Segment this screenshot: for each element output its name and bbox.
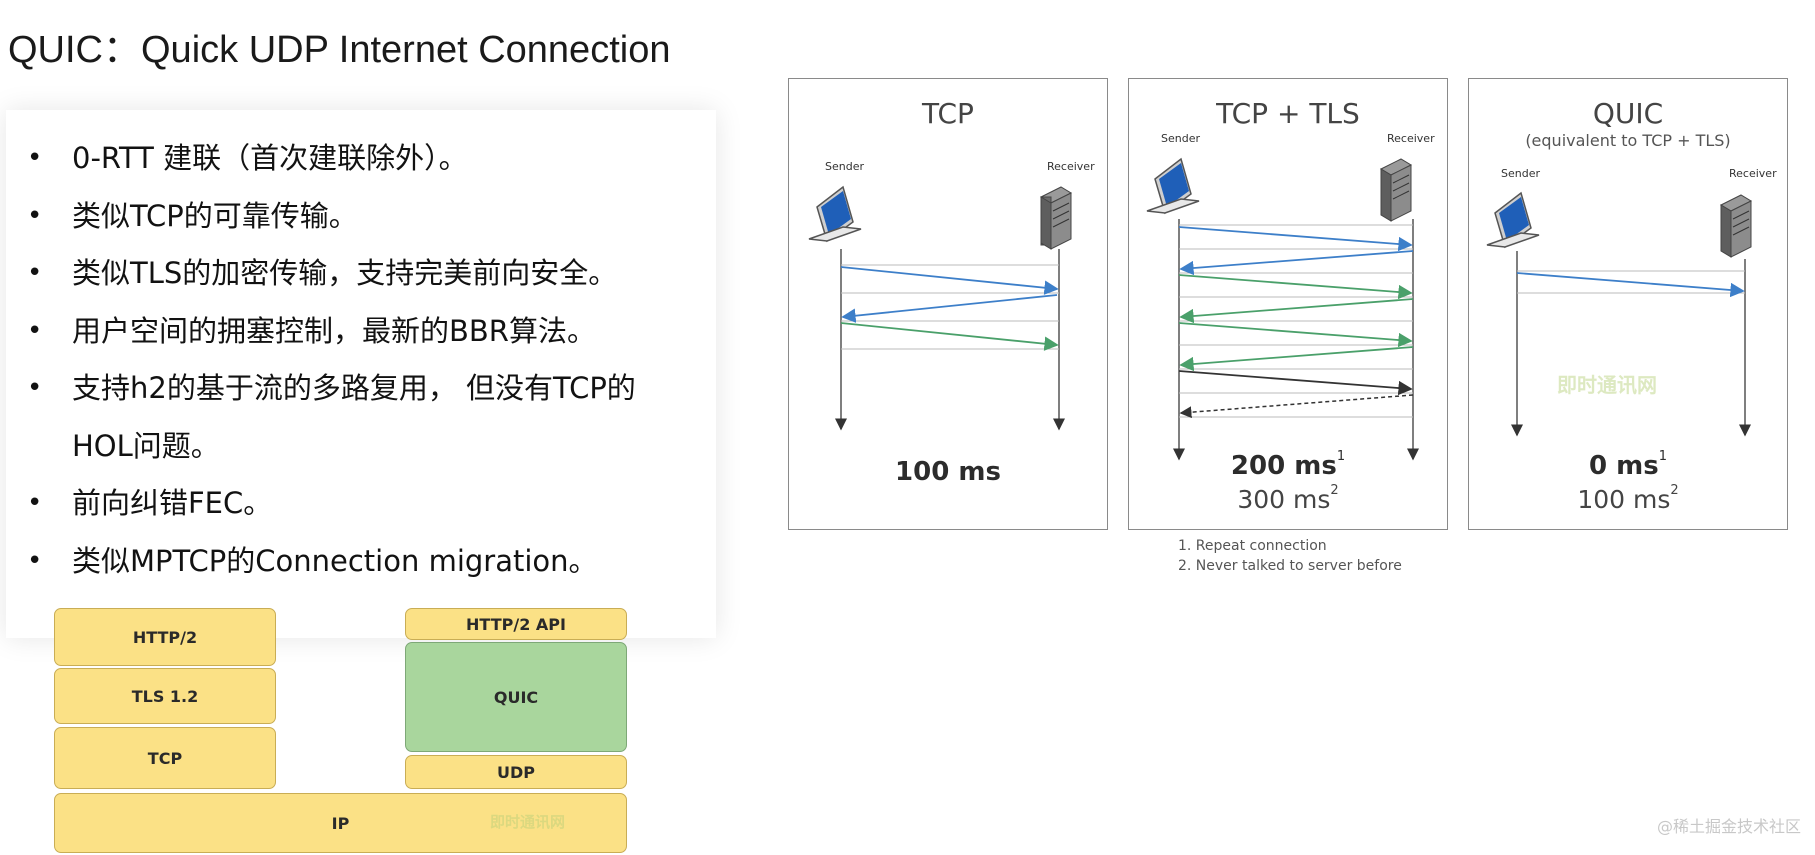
protocol-stack-diagram: HTTP/2 TLS 1.2 TCP HTTP/2 API QUIC UDP I… [50, 605, 630, 855]
bullet-icon: • [27, 258, 43, 288]
layer-udp: UDP [405, 755, 627, 789]
bullet-icon: • [27, 488, 43, 518]
latency-value: 300 ms [1237, 485, 1331, 514]
bullet-icon: • [27, 143, 43, 173]
feature-item: • 类似TLS的加密传输，支持完美前向安全。 [24, 245, 704, 303]
feature-card: • 0-RTT 建联（首次建联除外）。 • 类似TCP的可靠传输。 • 类似TLS的加… [6, 110, 716, 638]
footnote-marker: 2 [1330, 483, 1339, 498]
receiver-label: Receiver [1387, 132, 1435, 145]
footnote-marker: 2 [1670, 483, 1679, 498]
receiver-label: Receiver [1047, 160, 1095, 173]
panel-quic-sequence [1486, 191, 1753, 437]
latency-value: 100 ms [1577, 485, 1671, 514]
layer-tls: TLS 1.2 [54, 668, 276, 724]
panel-tcp-tls-sequence [1146, 157, 1419, 461]
latency-secondary: 300 ms2 [1129, 483, 1447, 514]
sender-label: Sender [1161, 132, 1200, 145]
feature-item-continuation: HOL问题。 [24, 418, 704, 476]
latency-value: 0 ms [1589, 451, 1659, 481]
footnotes: 1. Repeat connection 2. Never talked to … [1178, 536, 1402, 576]
latency-primary: 100 ms [789, 457, 1107, 487]
server-icon [1379, 158, 1413, 222]
bullet-icon: • [27, 315, 43, 346]
feature-text: 0-RTT 建联（首次建联除外）。 [72, 141, 468, 175]
panel-tcp-sequence [808, 185, 1073, 431]
layer-ip: IP [54, 793, 627, 853]
latency-value: 100 ms [895, 457, 1001, 487]
laptop-icon [1146, 157, 1200, 215]
bullet-icon: • [27, 373, 43, 403]
bullet-icon: • [27, 545, 43, 576]
server-icon [1719, 194, 1753, 258]
footnote-item: 1. Repeat connection [1178, 538, 1327, 554]
bullet-icon: • [27, 200, 43, 231]
page-title: QUIC：Quick UDP Internet Connection [8, 29, 671, 71]
server-icon [1039, 186, 1073, 250]
feature-item: • 支持h2的基于流的多路复用， 但没有TCP的 [24, 360, 704, 418]
latency-value: 200 ms [1230, 451, 1337, 481]
feature-item: • 类似TCP的可靠传输。 [24, 188, 704, 246]
feature-text: 类似MPTCP的Connection migration。 [72, 543, 598, 578]
feature-text: 支持h2的基于流的多路复用， 但没有TCP的 [72, 371, 636, 405]
panel-title: TCP + TLS [1216, 97, 1360, 130]
sender-label: Sender [1501, 167, 1540, 180]
layer-quic: QUIC [405, 642, 627, 752]
feature-text: 前向纠错FEC。 [72, 486, 273, 520]
feature-list: • 0-RTT 建联（首次建联除外）。 • 类似TCP的可靠传输。 • 类似TLS的加… [24, 130, 704, 590]
panel-watermark: 即时通讯网 [1557, 373, 1657, 397]
receiver-label: Receiver [1729, 167, 1777, 180]
feature-item: • 类似MPTCP的Connection migration。 [24, 533, 704, 591]
feature-text: 用户空间的拥塞控制，最新的BBR算法。 [72, 313, 596, 348]
site-watermark: @稀土掘金技术社区 [1656, 817, 1801, 836]
feature-item: • 0-RTT 建联（首次建联除外）。 [24, 130, 704, 188]
feature-item: • 用户空间的拥塞控制，最新的BBR算法。 [24, 303, 704, 361]
panel-subtitle: (equivalent to TCP + TLS) [1525, 131, 1731, 150]
panel-tcp: TCP Sender Receiver 100 ms [788, 78, 1108, 530]
laptop-icon [1486, 191, 1540, 249]
feature-item: • 前向纠错FEC。 [24, 475, 704, 533]
panel-title: QUIC [1592, 97, 1664, 130]
layer-http2: HTTP/2 [54, 608, 276, 666]
feature-text: 类似TCP的可靠传输。 [72, 198, 358, 233]
latency-secondary: 100 ms2 [1469, 483, 1787, 514]
latency-primary: 200 ms1 [1129, 449, 1447, 481]
stack-watermark: 即时通讯网 [490, 813, 566, 831]
footnote-marker: 1 [1658, 449, 1667, 464]
layer-http2-api: HTTP/2 API [405, 608, 627, 640]
footnote-marker: 1 [1336, 449, 1346, 464]
panel-quic: QUIC (equivalent to TCP + TLS) Sender Re… [1468, 78, 1788, 530]
panel-title: TCP [922, 97, 974, 130]
layer-tcp: TCP [54, 727, 276, 789]
laptop-icon [808, 185, 862, 243]
latency-primary: 0 ms1 [1469, 449, 1787, 481]
footnote-item: 2. Never talked to server before [1178, 558, 1402, 574]
panel-tcp-tls: TCP + TLS Sender Receiver [1128, 78, 1448, 530]
feature-text: HOL问题。 [72, 428, 220, 463]
sender-label: Sender [825, 160, 864, 173]
feature-text: 类似TLS的加密传输，支持完美前向安全。 [72, 256, 618, 290]
